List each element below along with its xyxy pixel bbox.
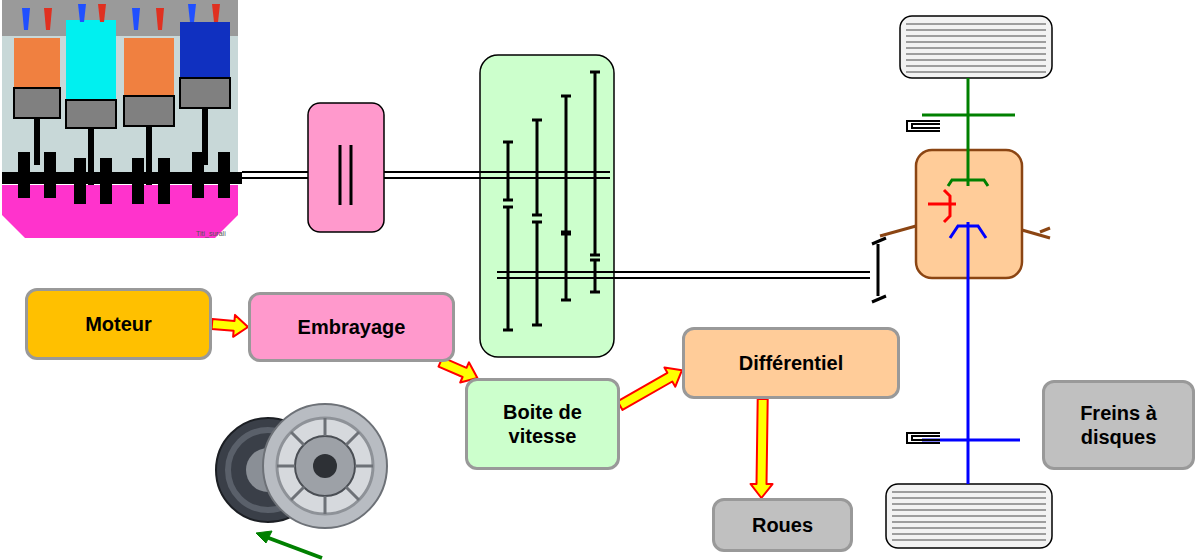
engine-drawing (2, 0, 242, 238)
pointer-arrow (256, 531, 322, 558)
node-text: Moteur (85, 312, 152, 336)
clutch-photo (216, 404, 387, 528)
wheels-box: Roues (712, 498, 853, 552)
node-text: Roues (752, 513, 813, 537)
clutch-symbol (308, 103, 384, 232)
node-text: Freins à disques (1055, 401, 1182, 449)
flow-arrow (751, 399, 773, 498)
wheel-drawing (886, 16, 1052, 548)
flow-arrow (212, 315, 248, 337)
node-text: Embrayage (298, 315, 406, 339)
watermark-text: Titi_surali (196, 230, 226, 237)
brake-box: Freins à disques (1042, 380, 1195, 470)
node-text: Boite de vitesse (478, 400, 607, 448)
node-text: Différentiel (739, 351, 843, 375)
brake-symbol (907, 121, 940, 443)
flow-arrow (618, 368, 683, 410)
gearbox-symbol (480, 55, 614, 357)
engine-box: Moteur (25, 288, 212, 360)
gearbox-box: Boite de vitesse (465, 378, 620, 470)
clutch-box: Embrayage (248, 292, 455, 362)
differential-box: Différentiel (682, 327, 900, 399)
